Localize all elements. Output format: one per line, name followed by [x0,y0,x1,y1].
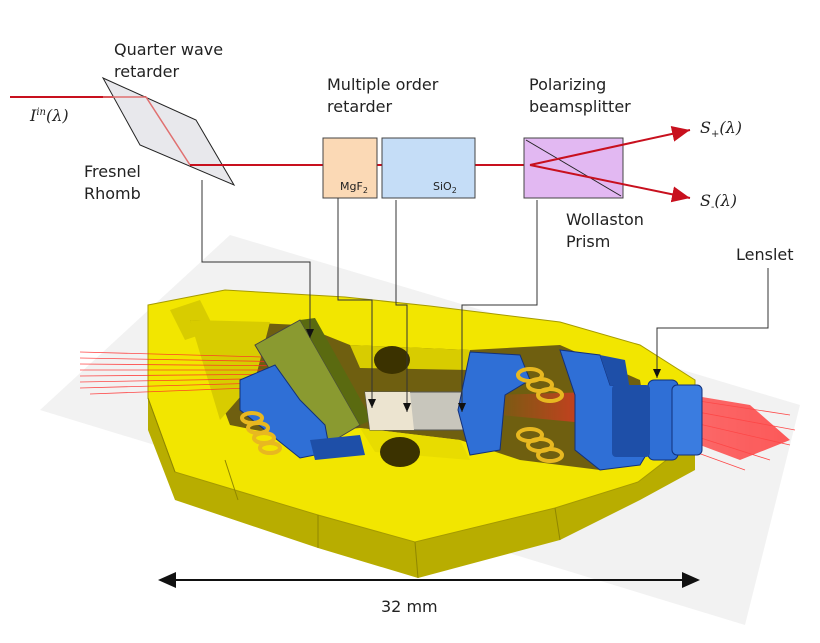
leader-rhomb [201,180,314,338]
label-fresnel-2: Rhomb [84,184,141,203]
beam-s-minus [529,164,691,203]
label-scale: 32 mm [381,597,438,616]
label-s-plus: S+(λ) [700,118,742,140]
rhomb-beam [103,96,191,166]
label-wollaston-2: Prism [566,232,610,251]
label-sio2: SiO2 [433,180,457,195]
label-wollaston-1: Wollaston [566,210,644,229]
label-multiple-order-2: retarder [327,97,392,116]
beam-s-plus [529,126,691,166]
leader-prism [458,200,538,412]
lenslet-assembly [612,379,703,461]
left-spring [240,411,282,455]
leader-lenslet [653,268,769,378]
label-quarter-wave-1: Quarter wave [114,40,223,59]
label-s-minus: S-(λ) [700,191,737,213]
label-multiple-order-1: Multiple order [327,75,439,94]
right-springs [516,367,564,463]
label-mgf2: MgF2 [340,180,368,195]
label-polarizing-1: Polarizing [529,75,606,94]
label-quarter-wave-2: retarder [114,62,179,81]
label-fresnel-1: Fresnel [84,162,141,181]
sio2-crystal [381,137,476,199]
label-lenslet: Lenslet [736,245,794,264]
scale-bar [158,572,700,588]
mgf2-crystal [322,137,378,199]
leader-mgf2 [337,198,376,408]
label-polarizing-2: beamsplitter [529,97,631,116]
prism-diagonal [525,139,622,197]
left-mount [239,364,365,460]
leader-sio2 [395,200,411,412]
label-input-beam: Iin(λ) [29,106,69,125]
